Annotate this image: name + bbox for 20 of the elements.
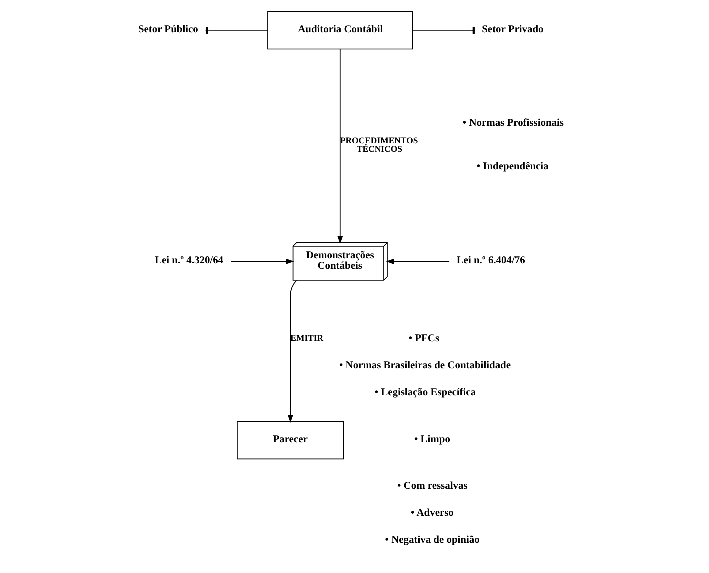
label: • Legislação Específica: [374, 388, 476, 399]
edge-label: EMITIR: [290, 333, 324, 344]
arrow: [287, 280, 297, 423]
arrow: [230, 258, 294, 264]
label: • Independência: [476, 162, 548, 173]
label: • Com ressalvas: [397, 480, 468, 492]
label: • PFCs: [408, 334, 440, 345]
node-text: Lei n.º 4.320/64: [154, 255, 224, 266]
node-text: Lei n.º 6.404/76: [456, 255, 525, 266]
label: • Adverso: [410, 508, 454, 519]
label: • Normas Brasileiras de Contabilidade: [339, 360, 511, 372]
node-box: Parecer: [236, 421, 344, 460]
label: • Normas Profissionais: [462, 118, 564, 130]
label: • Negativa de opinião: [384, 535, 480, 546]
arrow: [337, 48, 343, 244]
arrow: [386, 258, 450, 264]
node-text: Setor Privado: [482, 24, 544, 36]
node-text: Setor Público: [138, 24, 198, 36]
label: • Limpo: [414, 434, 450, 446]
node-box: Auditoria Contábil: [267, 11, 413, 50]
